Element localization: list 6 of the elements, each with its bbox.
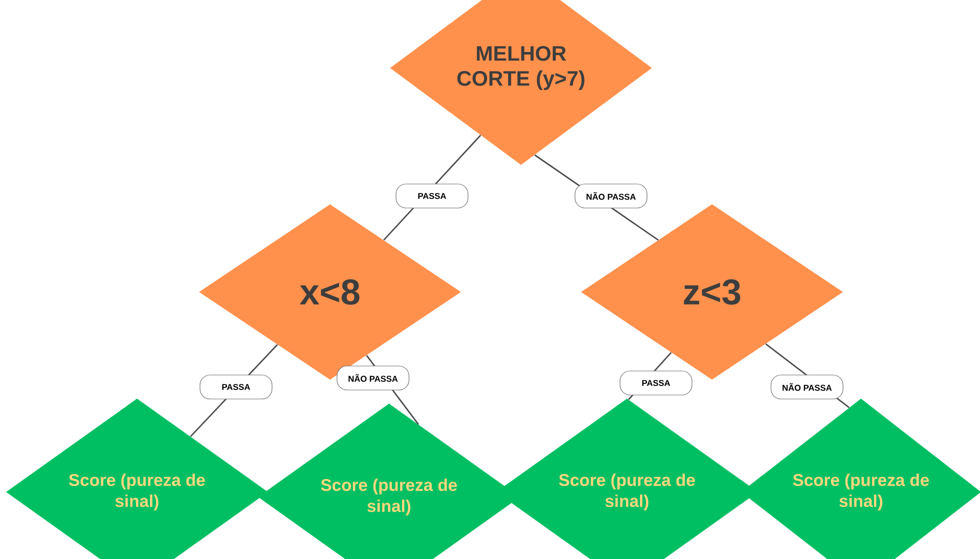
edge-label: NÃO PASSA [574,184,648,208]
edge-label: PASSA [620,370,692,396]
edge-label: PASSA [200,374,272,400]
edge-label: NÃO PASSA [336,366,410,390]
edge-label: PASSA [396,184,468,208]
edge-label: NÃO PASSA [770,374,844,400]
